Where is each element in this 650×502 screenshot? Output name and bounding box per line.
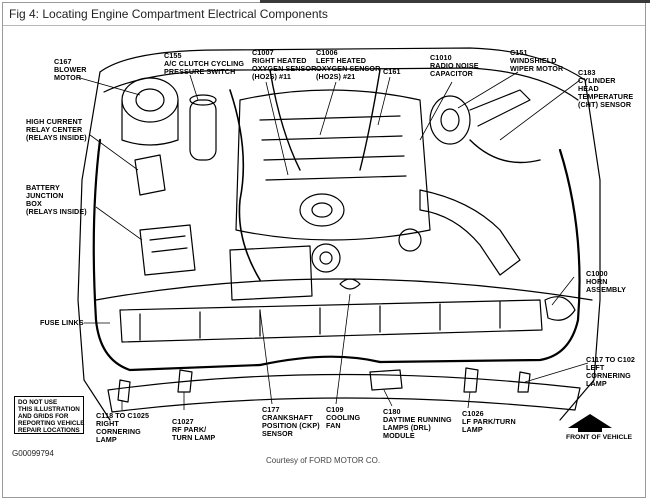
crank-pulley <box>311 243 341 273</box>
figure-frame: Fig 4: Locating Engine Compartment Elect… <box>2 2 646 498</box>
label-c183-cht-sensor: C183 CYLINDER HEAD TEMPERATURE (CHT) SEN… <box>578 68 634 109</box>
right-cornering-lamp-connector <box>117 379 131 403</box>
cooling-fan <box>339 278 361 290</box>
engine-block <box>235 89 431 241</box>
battery-junction-box <box>139 224 196 276</box>
label-c151-wiper-motor: C151 WINDSHIELD WIPER MOTOR <box>510 48 564 73</box>
figure-title: Fig 4: Locating Engine Compartment Elect… <box>9 7 328 21</box>
air-intake-tube <box>419 189 521 276</box>
label-c155-ac-switch: C155 A/C CLUTCH CYCLING PRESSURE SWITCH <box>164 51 245 76</box>
label-high-current-relay-center: HIGH CURRENT RELAY CENTER (RELAYS INSIDE… <box>26 117 87 142</box>
label-c117-left-cornering-lamp: C117 TO C102 LEFT CORNERING LAMP <box>586 355 636 388</box>
wiring-harness-left <box>378 148 581 364</box>
label-c1006-left-ho2s: C1006 LEFT HEATED OXYGEN SENSOR (HO2S) #… <box>316 48 381 81</box>
lf-park-lamp-connector <box>463 367 479 393</box>
drl-module <box>369 369 403 391</box>
label-c1010-radio-capacitor: C1010 RADIO NOISE CAPACITOR <box>430 53 479 78</box>
label-battery-junction-box: BATTERY JUNCTION BOX (RELAYS INSIDE) <box>26 183 87 216</box>
courtesy-credit: Courtesy of FORD MOTOR CO. <box>266 456 381 465</box>
label-c177-ckp-sensor: C177 CRANKSHAFT POSITION (CKP) SENSOR <box>262 405 320 438</box>
figure-id: G00099794 <box>12 449 54 458</box>
blower-motor <box>121 77 179 123</box>
horn <box>544 296 576 321</box>
label-c109-cooling-fan: C109 COOLING FAN <box>326 405 361 430</box>
relay-center <box>134 154 166 196</box>
ac-accumulator <box>189 99 217 161</box>
label-c1026-lf-park-lamp: C1026 LF PARK/TURN LAMP <box>462 409 516 434</box>
label-c1007-right-ho2s: C1007 RIGHT HEATED OXYGEN SENSOR (HO2S) … <box>252 48 317 81</box>
idler-pulley <box>398 228 422 252</box>
label-fuse-links: FUSE LINKS <box>40 318 84 327</box>
label-c180-drl-module: C180 DAYTIME RUNNING LAMPS (DRL) MODULE <box>383 407 452 440</box>
wiper-motor <box>429 95 471 145</box>
alternator <box>299 193 345 227</box>
firewall-outline <box>99 47 586 81</box>
left-cornering-lamp-connector <box>517 371 531 393</box>
radiator-support <box>95 278 593 301</box>
label-c161: C161 <box>383 67 401 76</box>
title-bar: Fig 4: Locating Engine Compartment Elect… <box>3 3 645 26</box>
label-c1000-horn: C1000 HORN ASSEMBLY <box>586 269 627 294</box>
label-c1027-rf-park-lamp: C1027 RF PARK/ TURN LAMP <box>172 417 216 442</box>
coolant-reservoir <box>229 245 313 301</box>
right-fender <box>77 71 111 421</box>
label-c118-right-cornering-lamp: C118 TO C1025 RIGHT CORNERING LAMP <box>96 411 150 444</box>
top-edge-bar <box>260 0 650 3</box>
wiring-harness-front <box>258 355 382 367</box>
front-bumper <box>107 373 581 413</box>
label-c167-blower-motor: C167 BLOWER MOTOR <box>54 57 87 82</box>
front-of-vehicle-arrow-icon <box>568 414 612 432</box>
radiator <box>119 299 543 343</box>
front-of-vehicle-label: FRONT OF VEHICLE <box>566 434 633 441</box>
do-not-use-notice: DO NOT USE THIS ILLUSTRATION AND GRIDS F… <box>14 396 84 434</box>
left-fender <box>559 79 601 421</box>
rf-park-lamp-connector <box>177 369 193 393</box>
wiring-harness-right <box>92 138 262 372</box>
